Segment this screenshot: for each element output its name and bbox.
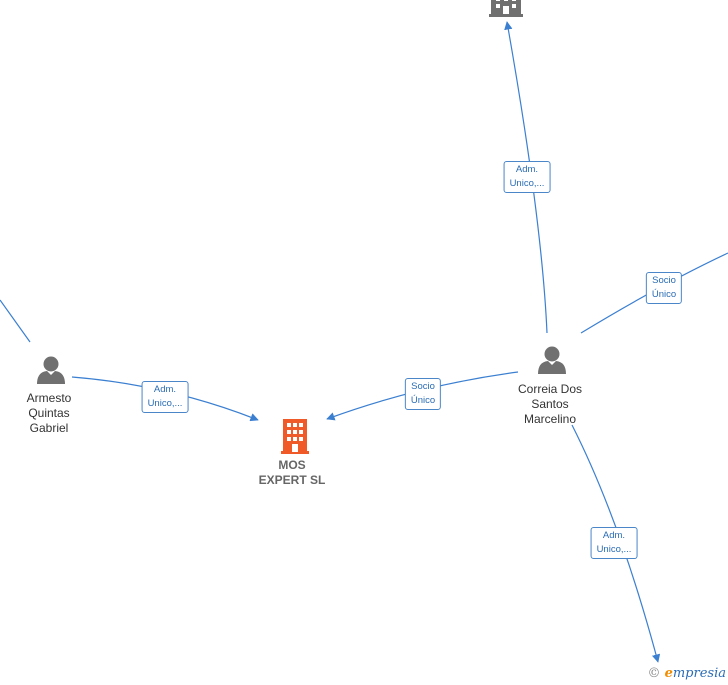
person-label-armesto[interactable]: Armesto Quintas Gabriel — [26, 391, 72, 435]
edge-label-armesto-mos[interactable]: Adm. Unico,... — [141, 381, 189, 413]
edge-label-correia-top[interactable]: Adm. Unico,... — [503, 161, 551, 193]
edge-label-correia-right[interactable]: Socio Único — [645, 272, 683, 304]
edge-label-correia-bottom[interactable]: Adm. Unico,... — [590, 527, 638, 559]
person-label-correia[interactable]: Correia Dos Santos Marcelino — [517, 382, 583, 426]
copyright-symbol: © — [647, 666, 661, 681]
person-icon[interactable] — [37, 356, 65, 385]
edge-correia-top — [504, 21, 548, 334]
edge-partial-left — [0, 299, 31, 343]
company-label-mos-expert[interactable]: MOS EXPERT SL — [258, 458, 326, 487]
edge-label-correia-mos[interactable]: Socio Único — [404, 378, 442, 410]
building-icon[interactable] — [489, 0, 523, 17]
person-icon[interactable] — [538, 346, 566, 375]
empresia-watermark: © empresia — [647, 666, 726, 681]
brand-logo: empresia — [664, 666, 726, 681]
building-icon[interactable] — [281, 419, 309, 454]
